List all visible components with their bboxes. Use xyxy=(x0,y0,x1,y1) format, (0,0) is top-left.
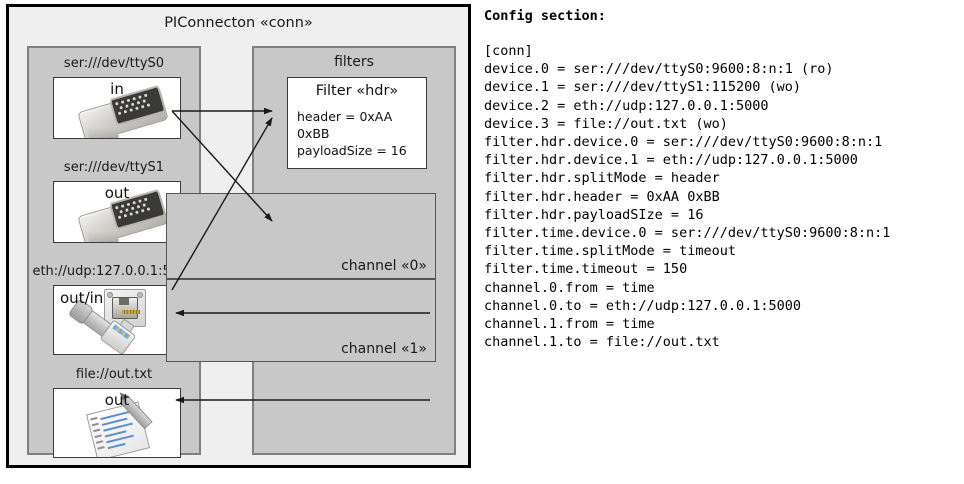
config-text: [conn] device.0 = ser:///dev/ttyS0:9600:… xyxy=(484,43,891,351)
ethernet-jack-icon xyxy=(54,286,180,354)
architecture-diagram: PIConnecton «conn» ser:///dev/ttyS0 in xyxy=(0,0,478,484)
filter-hdr-prop-payloadsize: payloadSize = 16 xyxy=(297,143,407,158)
device-card-ttyS1[interactable]: out xyxy=(53,181,181,243)
device-caption-eth: eth://udp:127.0.0.1:5000 xyxy=(32,264,196,279)
filter-hdr-title: Filter «hdr» xyxy=(315,83,399,99)
diagram-title: PIConnecton «conn» xyxy=(164,15,313,31)
piconnecton-container: PIConnecton «conn» ser:///dev/ttyS0 in xyxy=(6,4,471,468)
filter-hdr-prop-header: header = 0xAA 0xBB xyxy=(297,109,393,141)
device-card-label-in: in xyxy=(110,80,124,98)
config-heading: Config section: xyxy=(484,8,606,24)
channel-1-label: channel «1» xyxy=(341,341,427,357)
filter-card-hdr[interactable]: Filter «hdr» header = 0xAA 0xBB payloadS… xyxy=(287,77,427,169)
device-card-label-out-in: out/in xyxy=(60,289,104,307)
channel-0-label: channel «0» xyxy=(341,258,427,274)
device-card-ttyS0[interactable]: in xyxy=(53,77,181,139)
device-caption-ttyS0: ser:///dev/ttyS0 xyxy=(63,56,165,71)
device-card-label-out-file: out xyxy=(104,391,130,409)
device-caption-file: file://out.txt xyxy=(75,367,153,382)
channel-box-0[interactable]: channel «0» xyxy=(166,193,436,279)
device-card-file[interactable]: out xyxy=(53,388,181,458)
filter-hdr-props: header = 0xAA 0xBB payloadSize = 16 xyxy=(297,108,426,159)
filters-group-title: filters xyxy=(334,54,374,70)
channel-box-1[interactable]: channel «1» xyxy=(166,279,436,362)
device-card-label-out: out xyxy=(104,184,130,202)
config-section: Config section: [conn] device.0 = ser://… xyxy=(482,0,964,484)
device-caption-ttyS1: ser:///dev/ttyS1 xyxy=(63,160,165,175)
device-card-eth[interactable]: out/in xyxy=(53,285,181,355)
